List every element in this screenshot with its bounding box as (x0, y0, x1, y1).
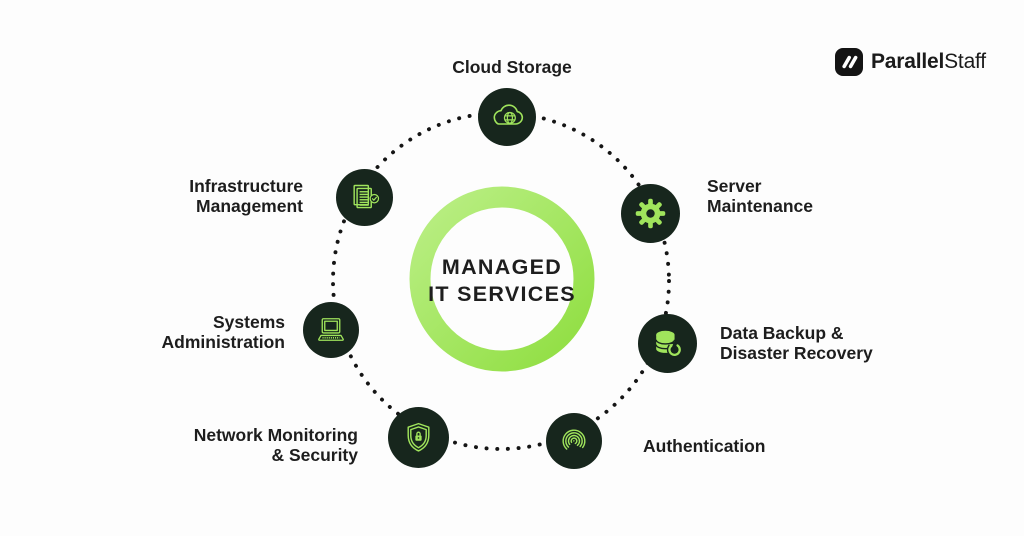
database-refresh-icon (654, 330, 682, 357)
server-maintenance-label: Server Maintenance (707, 176, 813, 216)
shield-lock-icon (407, 422, 430, 452)
authentication-badge (546, 413, 602, 469)
center-title-line2: IT SERVICES (428, 282, 576, 306)
parallelstaff-logo: ParallelStaff (835, 48, 986, 76)
server-maintenance-badge (621, 184, 680, 243)
cloud-storage-badge (478, 88, 536, 146)
brand-name: ParallelStaff (871, 50, 986, 74)
brand-name-bold: Parallel (871, 50, 945, 73)
laptop-icon (318, 318, 344, 341)
infrastructure-management-label: Infrastructure Management (189, 176, 303, 216)
gear-icon (635, 198, 666, 229)
fingerprint-icon (562, 429, 586, 450)
systems-administration-badge (303, 302, 359, 358)
center-ring (409, 186, 595, 372)
documents-check-icon (352, 184, 379, 208)
brand-name-regular: Staff (944, 50, 986, 73)
cloud-storage-label: Cloud Storage (452, 57, 572, 77)
double-slash-icon (835, 48, 863, 76)
infrastructure-management-badge (336, 169, 393, 226)
cloud-globe-icon (493, 104, 524, 125)
network-security-label: Network Monitoring & Security (193, 425, 358, 465)
data-backup-label: Data Backup & Disaster Recovery (720, 323, 873, 363)
center-title-line1: MANAGED (441, 255, 563, 279)
authentication-label: Authentication (643, 436, 766, 456)
network-security-badge (388, 407, 449, 468)
data-backup-badge (638, 314, 697, 373)
systems-administration-label: Systems Administration (161, 312, 285, 352)
center-title: MANAGED IT SERVICES (428, 254, 576, 308)
